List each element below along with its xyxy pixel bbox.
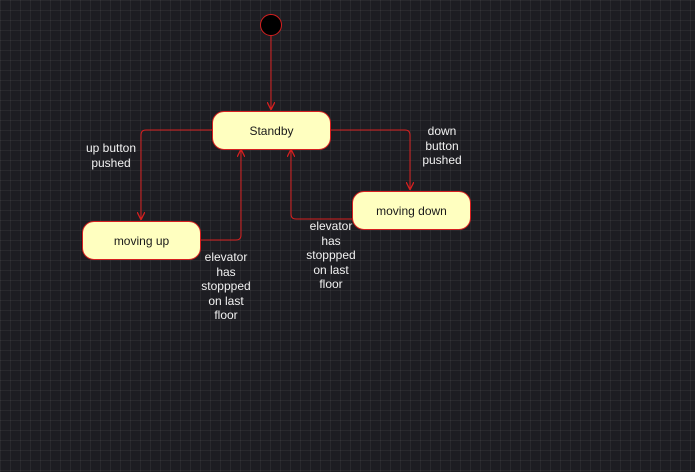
edge-moving-down-to-standby[interactable] <box>291 150 352 220</box>
state-moving-up[interactable]: moving up <box>82 221 201 260</box>
edge-label-down-button-pushed: down button pushed <box>422 124 462 167</box>
initial-state-node[interactable] <box>260 14 282 36</box>
edge-standby-to-moving-down[interactable] <box>331 129 410 189</box>
state-standby[interactable]: Standby <box>212 111 331 150</box>
state-moving-down[interactable]: moving down <box>352 191 471 230</box>
edge-standby-to-moving-up[interactable] <box>141 129 212 219</box>
edge-moving-up-to-standby[interactable] <box>201 150 241 241</box>
edge-label-up-button-pushed: up button pushed <box>85 141 137 170</box>
edge-label-moving-up-stopped: elevator has stoppped on last floor <box>201 250 251 322</box>
state-moving-up-label: moving up <box>113 233 170 248</box>
state-moving-down-label: moving down <box>376 203 447 218</box>
edge-label-moving-down-stopped: elevator has stoppped on last floor <box>306 219 356 291</box>
state-standby-label: Standby <box>249 123 294 138</box>
